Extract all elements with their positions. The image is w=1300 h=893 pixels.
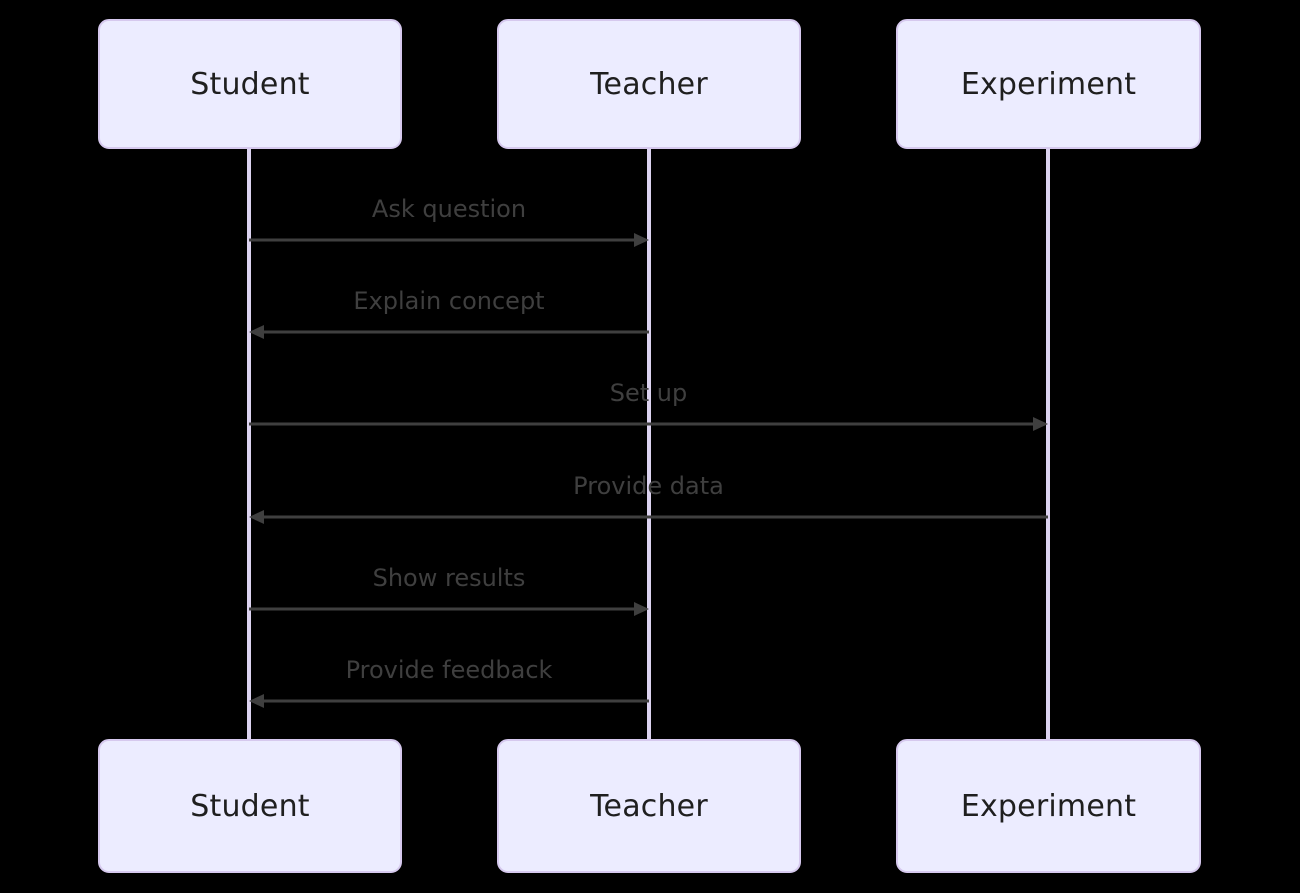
message-arrowhead-1 bbox=[634, 233, 649, 247]
message-label-5: Show results bbox=[372, 564, 526, 592]
message-label-6: Provide feedback bbox=[345, 656, 553, 684]
actor-box-experiment-top[interactable] bbox=[896, 19, 1201, 149]
actor-box-student-top[interactable] bbox=[98, 19, 402, 149]
message-arrowhead-6 bbox=[249, 694, 264, 708]
actor-box-student-bottom[interactable] bbox=[98, 739, 402, 873]
actor-box-experiment-bottom[interactable] bbox=[896, 739, 1201, 873]
message-arrowhead-5 bbox=[634, 602, 649, 616]
actor-box-group bbox=[98, 19, 1201, 873]
message-label-2: Explain concept bbox=[353, 287, 545, 315]
message-arrow-group bbox=[249, 233, 1048, 708]
message-label-3: Set up bbox=[609, 379, 688, 407]
message-arrowhead-4 bbox=[249, 510, 264, 524]
lifeline-group bbox=[247, 148, 1050, 740]
message-arrowhead-2 bbox=[249, 325, 264, 339]
message-label-1: Ask question bbox=[371, 195, 527, 223]
message-arrowhead-3 bbox=[1033, 417, 1048, 431]
actor-box-teacher-bottom[interactable] bbox=[497, 739, 801, 873]
actor-box-teacher-top[interactable] bbox=[497, 19, 801, 149]
message-label-4: Provide data bbox=[573, 472, 724, 500]
